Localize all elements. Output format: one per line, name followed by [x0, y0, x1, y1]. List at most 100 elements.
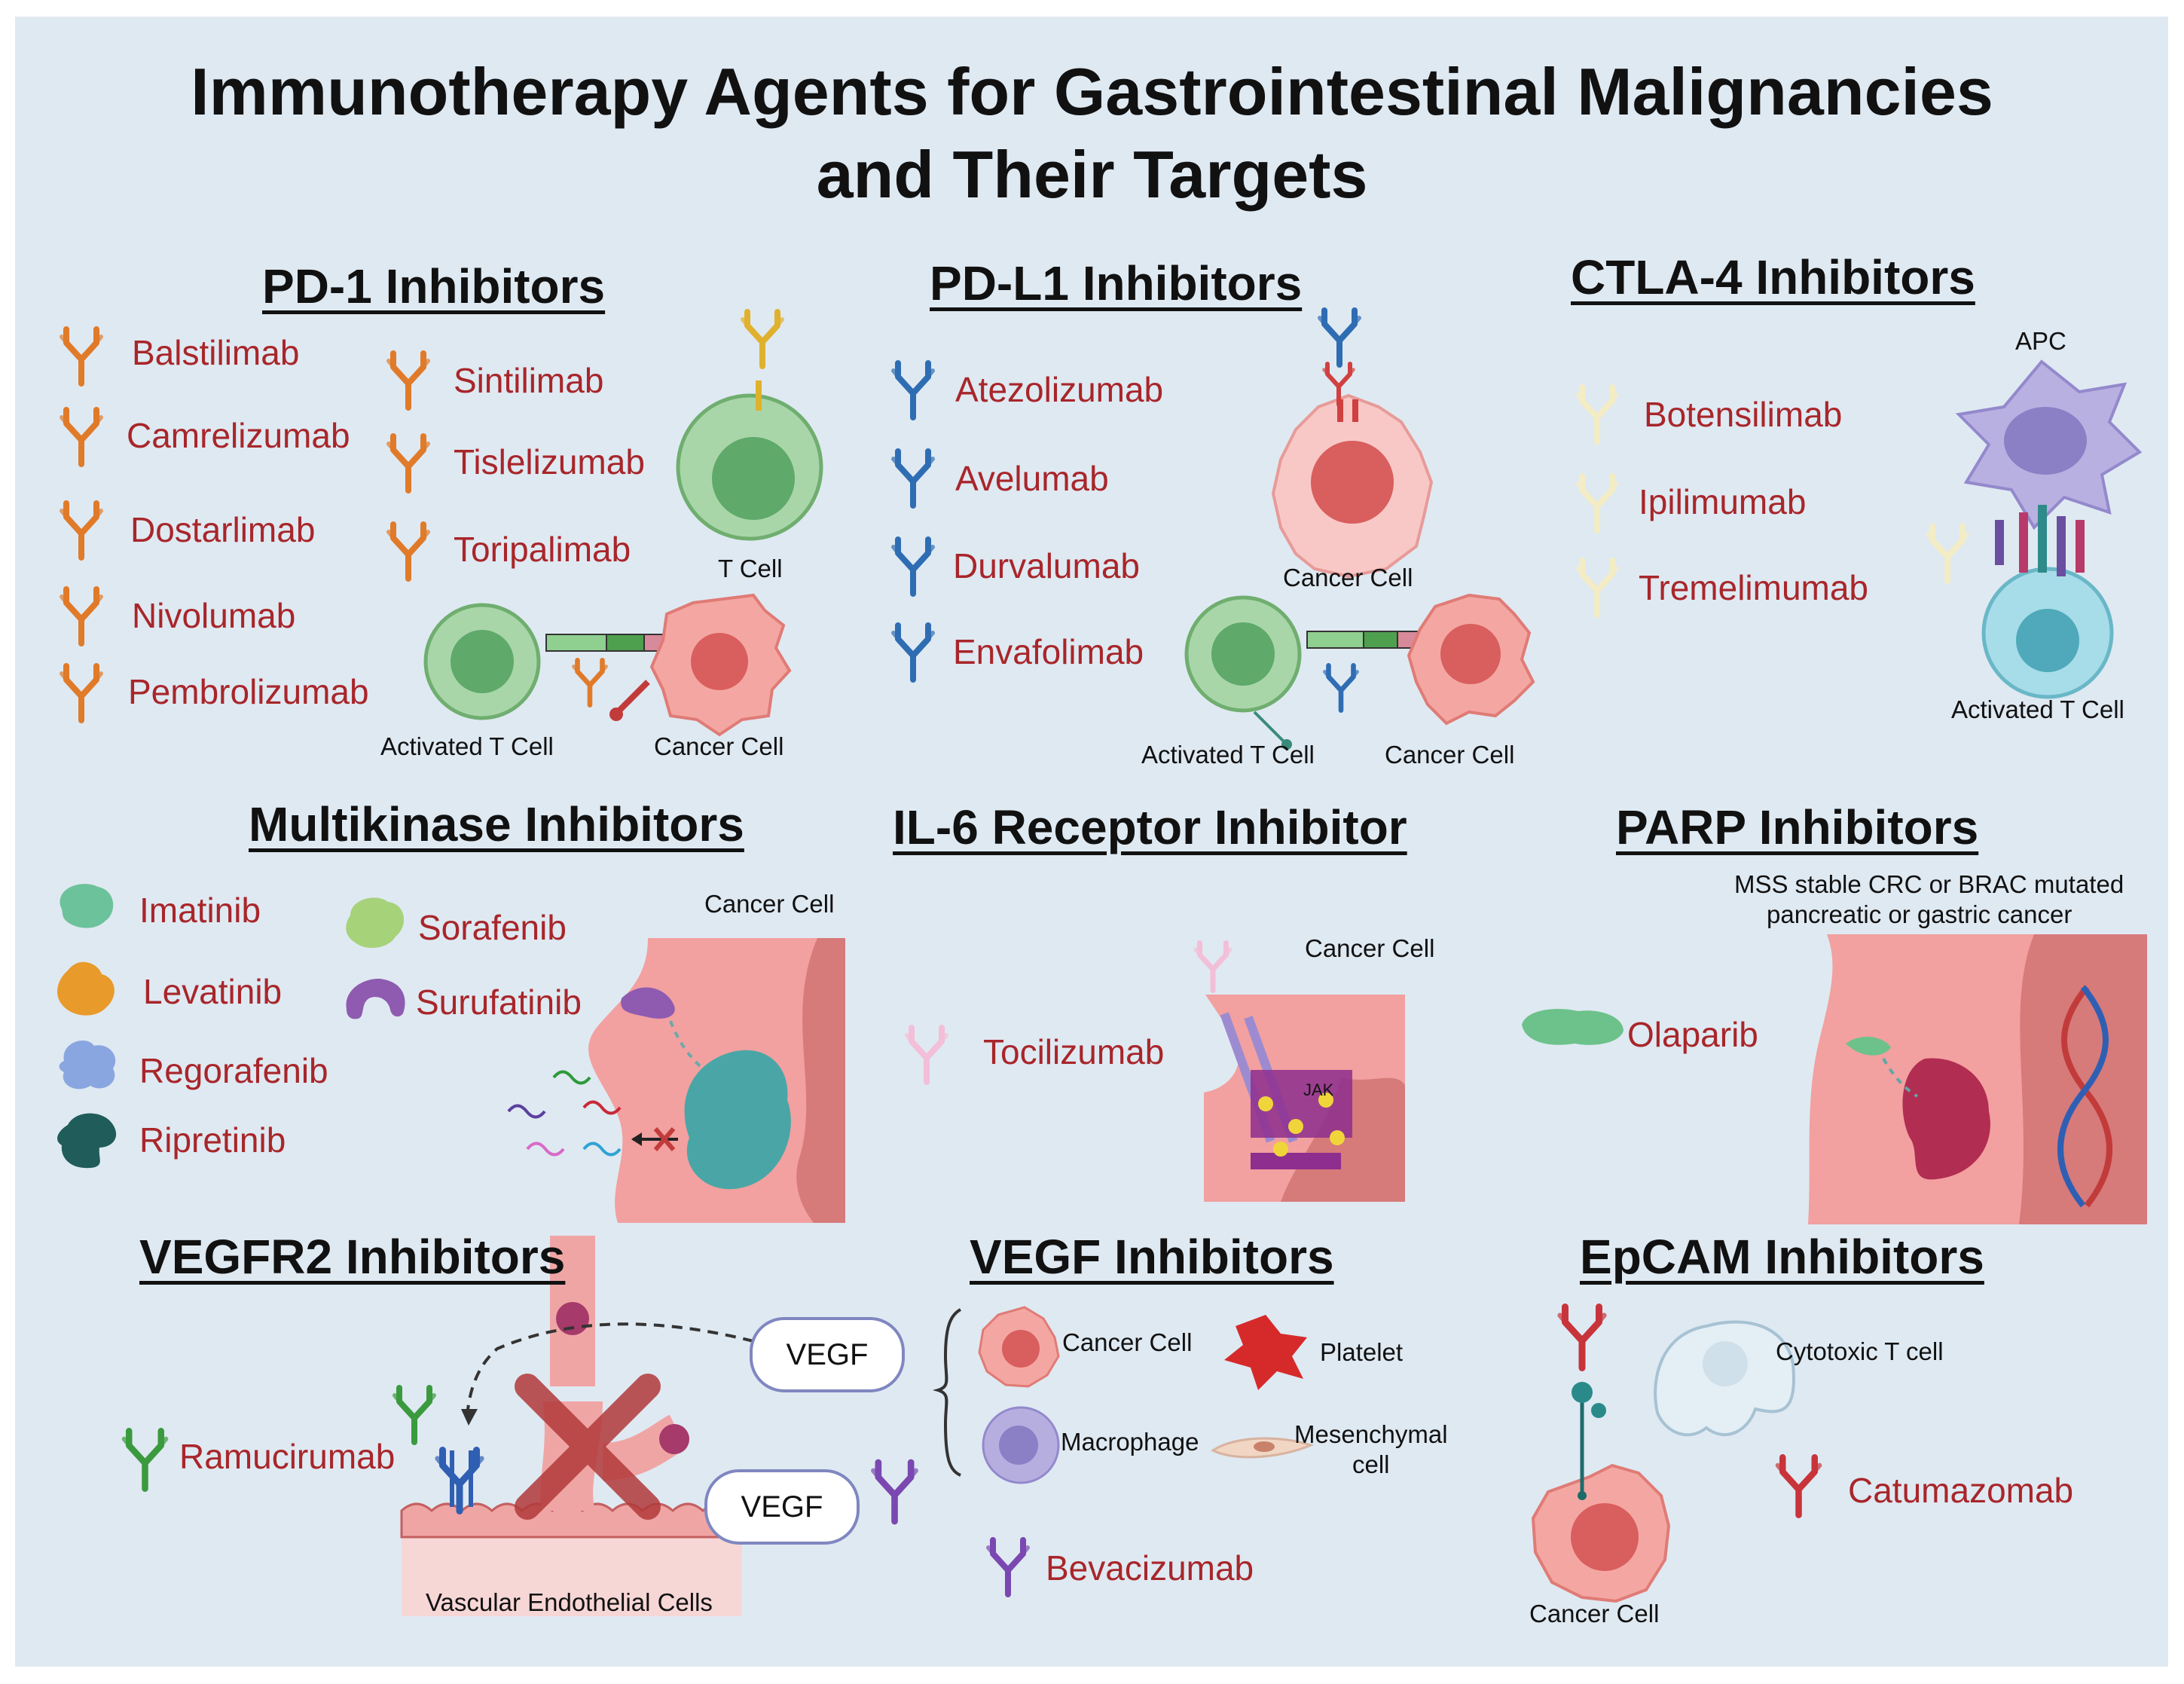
antibody-icon [890, 536, 936, 597]
label-cancer-cell: Cancer Cell [1385, 741, 1515, 769]
surufatinib-molecule-icon [346, 979, 405, 1019]
antibody-icon [1322, 663, 1360, 713]
drug-sintilimab: Sintilimab [454, 361, 604, 400]
antibody-icon [1556, 1303, 1608, 1371]
antibody-icon [121, 1428, 170, 1492]
pd1-interaction-illustration [423, 593, 792, 737]
antibody-icon [904, 1025, 949, 1085]
multikinase-heading: Multikinase Inhibitors [249, 797, 744, 851]
label-cancer-cell: Cancer Cell [654, 732, 784, 760]
label-vascular-endothelial-cells: Vascular Endothelial Cells [426, 1588, 713, 1616]
pdl1-interaction-illustration [1184, 593, 1535, 750]
antibody-icon [1575, 558, 1620, 618]
figure-title-line2: and Their Targets [816, 137, 1368, 212]
vegfr2-heading: VEGFR2 Inhibitors [139, 1230, 566, 1284]
antibody-icon [571, 658, 609, 708]
drug-catumazomab: Catumazomab [1848, 1471, 2074, 1510]
drug-camrelizumab: Camrelizumab [127, 416, 350, 455]
label-macrophage: Macrophage [1061, 1428, 1199, 1456]
antibody-icon [386, 350, 431, 411]
label-mesenchymal-line1: Mesenchymal [1294, 1420, 1448, 1448]
olaparib-molecule-icon [1522, 1009, 1623, 1045]
label-parp-note-line2: pancreatic or gastric cancer [1767, 900, 2073, 928]
drug-tislelizumab: Tislelizumab [454, 442, 645, 481]
pdl1-cancer-cell-illustration [1271, 393, 1434, 579]
drug-avelumab: Avelumab [955, 459, 1109, 498]
drug-surufatinib: Surufatinib [416, 983, 582, 1022]
drug-imatinib: Imatinib [139, 891, 261, 930]
label-vegf: VEGF [741, 1490, 823, 1524]
antibody-icon [59, 326, 104, 387]
vegf-heading: VEGF Inhibitors [970, 1230, 1334, 1284]
il6-cell-illustration [1204, 995, 1405, 1202]
ctla4-heading: CTLA-4 Inhibitors [1571, 250, 1975, 304]
imatinib-molecule-icon [60, 884, 114, 928]
ripretinib-molecule-icon [57, 1113, 117, 1169]
drug-balstilimab: Balstilimab [132, 333, 300, 372]
drug-pembrolizumab: Pembrolizumab [128, 672, 369, 711]
antibody-icon [1317, 307, 1362, 368]
antibody-icon [59, 407, 104, 467]
antibody-icon [890, 360, 936, 420]
antibody-icon [890, 622, 936, 683]
label-platelet: Platelet [1320, 1338, 1404, 1366]
ctla4-illustration [1955, 359, 2143, 699]
drug-tremelimumab: Tremelimumab [1639, 568, 1869, 607]
pdl1-heading: PD-L1 Inhibitors [930, 256, 1303, 310]
antibody-icon [59, 586, 104, 646]
antibody-icon [59, 500, 104, 561]
antibody-icon [392, 1385, 437, 1445]
label-mesenchymal-line2: cell [1352, 1450, 1390, 1478]
figure-title-line1: Immunotherapy Agents for Gastrointestina… [191, 54, 1993, 129]
vegf-box-bottom: VEGF [704, 1469, 860, 1545]
parp-heading: PARP Inhibitors [1616, 800, 1979, 854]
antibody-icon [386, 433, 431, 494]
drug-nivolumab: Nivolumab [132, 596, 296, 635]
drug-tocilizumab: Tocilizumab [983, 1032, 1165, 1071]
drug-levatinib: Levatinib [143, 972, 283, 1011]
antibody-icon [1320, 362, 1358, 407]
levatinib-molecule-icon [57, 961, 115, 1016]
label-cancer-cell: Cancer Cell [1529, 1600, 1660, 1627]
vegfr2-vessel-illustration [400, 1236, 754, 1616]
label-activated-t-cell: Activated T Cell [380, 732, 554, 760]
antibody-icon [1190, 940, 1236, 993]
drug-toripalimab: Toripalimab [454, 530, 631, 569]
multikinase-cell-illustration [507, 938, 845, 1223]
drug-dostarlimab: Dostarlimab [130, 510, 316, 549]
antibody-icon [870, 1458, 919, 1526]
antibody-icon [386, 521, 431, 582]
parp-cell-illustration [1808, 934, 2147, 1224]
label-cancer-cell: Cancer Cell [1283, 564, 1413, 591]
antibody-icon [1925, 524, 1970, 584]
antibody-icon [1575, 473, 1620, 533]
antibody-icon [59, 663, 104, 723]
label-apc: APC [2015, 327, 2066, 355]
label-vegf: VEGF [786, 1338, 869, 1371]
antibody-icon [985, 1537, 1031, 1597]
label-cancer-cell: Cancer Cell [704, 890, 835, 918]
label-jak: JAK [1303, 1080, 1334, 1099]
drug-bevacizumab: Bevacizumab [1046, 1548, 1254, 1588]
label-cancer-cell: Cancer Cell [1305, 934, 1435, 962]
drug-durvalumab: Durvalumab [953, 546, 1140, 585]
drug-botensilimab: Botensilimab [1644, 395, 1843, 434]
drug-olaparib: Olaparib [1627, 1015, 1758, 1054]
antibody-icon [1774, 1454, 1823, 1518]
label-t-cell: T Cell [718, 555, 783, 582]
antibody-icon [890, 448, 936, 509]
receptor-icon [433, 1447, 486, 1514]
label-activated-t-cell: Activated T Cell [1951, 695, 2124, 723]
figure-panel [15, 17, 2168, 1667]
antibody-icon [740, 309, 785, 369]
drug-ripretinib: Ripretinib [139, 1120, 286, 1160]
antibody-icon [1575, 384, 1620, 445]
drug-sorafenib: Sorafenib [418, 908, 567, 947]
label-cancer-cell: Cancer Cell [1062, 1328, 1193, 1356]
drug-envafolimab: Envafolimab [953, 632, 1144, 671]
drug-ramucirumab: Ramucirumab [179, 1437, 396, 1476]
epcam-heading: EpCAM Inhibitors [1580, 1230, 1984, 1284]
drug-ipilimumab: Ipilimumab [1639, 482, 1807, 521]
drug-atezolizumab: Atezolizumab [955, 370, 1164, 409]
